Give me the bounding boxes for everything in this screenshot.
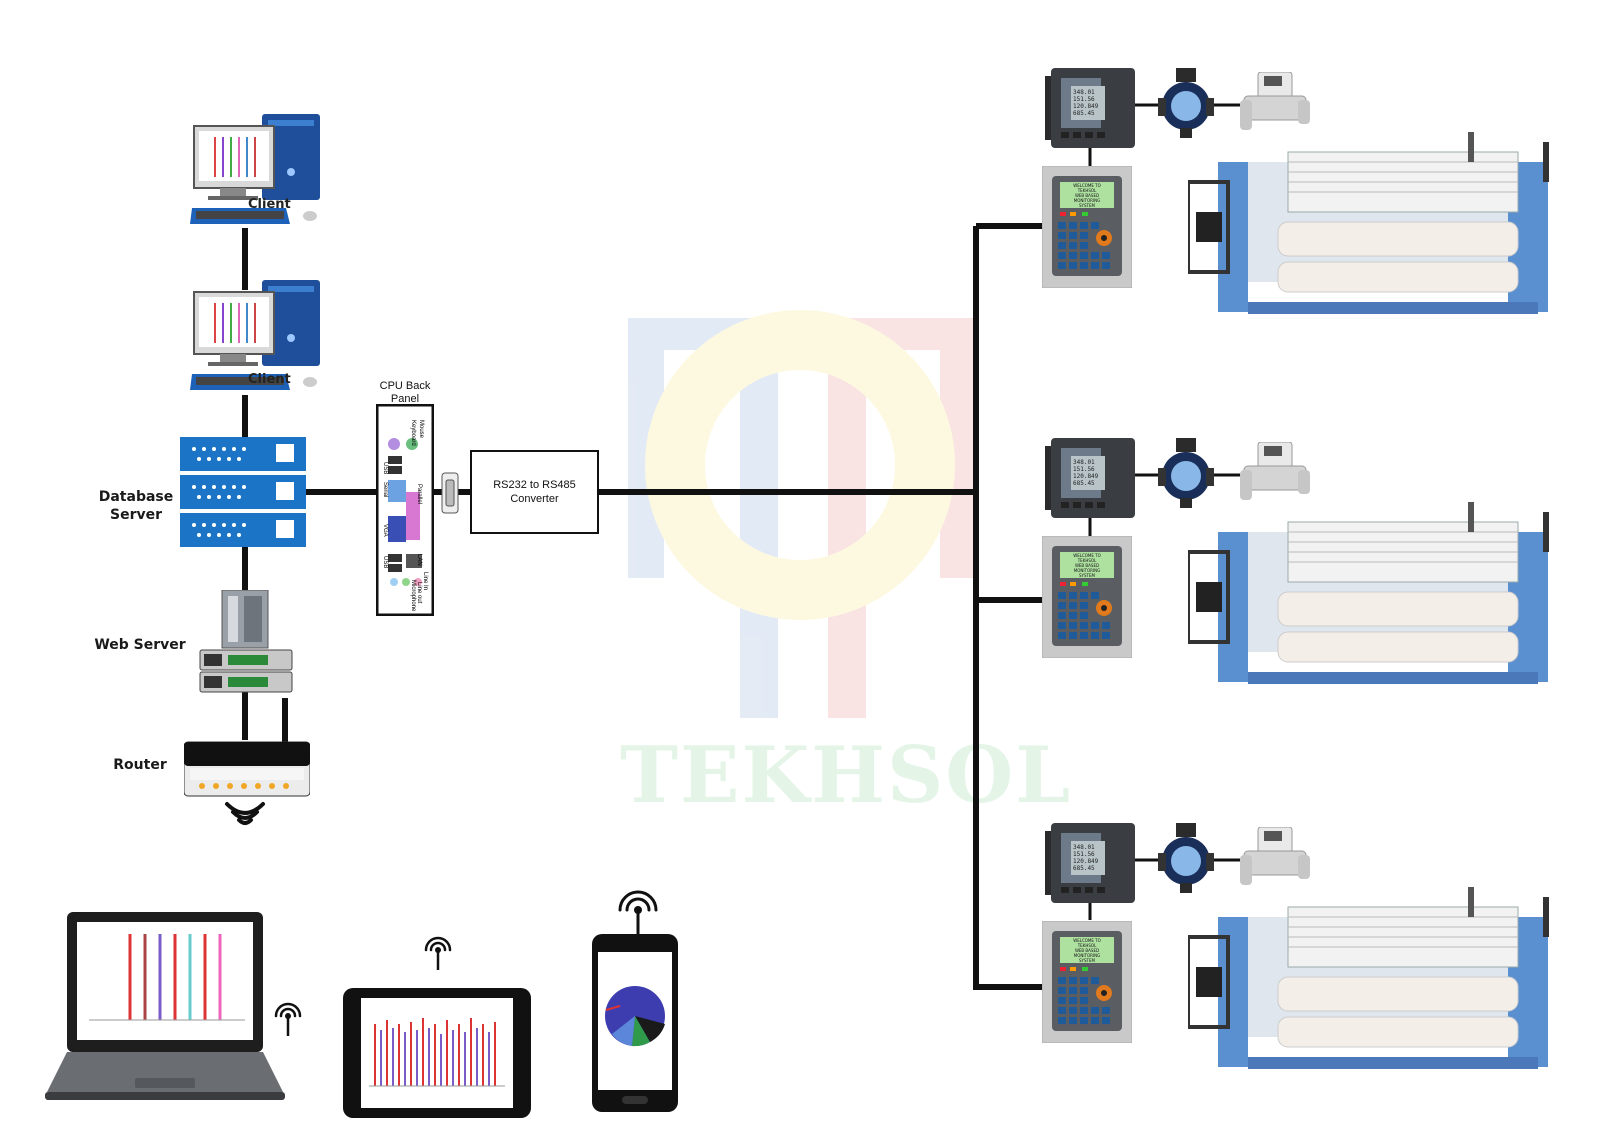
air-flow-sensor-icon (1240, 442, 1310, 500)
hmi-line: TEKHSOL (1077, 943, 1097, 948)
air-flow-sensor-icon (1240, 72, 1310, 130)
meter-value: 348.01 (1073, 459, 1095, 466)
hmi-line: SYSTEM (1079, 573, 1095, 578)
meter-value: 151.56 (1073, 96, 1095, 103)
hmi-screen-text: WELCOME TO TEKHSOL WEB BASED MONITORING … (1062, 938, 1112, 963)
watermark-text: TEKHSOL (620, 730, 1073, 821)
meter-value: 685.45 (1073, 480, 1095, 487)
hmi-screen-text: WELCOME TO TEKHSOL WEB BASED MONITORING … (1062, 553, 1112, 578)
laptop-icon (45, 912, 285, 1100)
port-label: Line In (422, 572, 428, 591)
server-rack-icon (180, 437, 306, 547)
rs232-rs485-converter: RS232 to RS485 Converter (470, 450, 599, 534)
port-label: USB (382, 462, 388, 475)
hmi-line: SYSTEM (1079, 203, 1095, 208)
cpu-back-panel-label: CPU Back Panel (379, 380, 431, 405)
hmi-line: WEB BASED MONITORING (1073, 193, 1101, 203)
meter-value: 348.01 (1073, 89, 1095, 96)
meter-value: 685.45 (1073, 110, 1095, 117)
hmi-line: WELCOME TO (1073, 553, 1101, 558)
meter-value: 120.849 (1073, 473, 1099, 480)
meter-readout: 348.01 151.56 120.849 685.45 (1073, 844, 1098, 872)
hmi-line: WEB BASED MONITORING (1073, 563, 1101, 573)
meter-value: 120.849 (1073, 858, 1099, 865)
flow-meter-icon (1158, 823, 1214, 893)
wifi-signal-icon (274, 1002, 302, 1036)
port-label: LAN (416, 554, 422, 566)
energy-meter-icon (1045, 823, 1135, 903)
desktop-computer-icon (190, 280, 320, 390)
port-label: Mouse (418, 420, 424, 439)
port-label: Microphone (410, 580, 416, 612)
port-label: Serial (382, 482, 388, 498)
port-label: USB (382, 556, 388, 569)
weaving-loom-icon (1188, 132, 1549, 314)
hmi-line: WEB BASED MONITORING (1073, 948, 1101, 958)
tablet-icon (343, 988, 531, 1118)
database-server-label: Database Server (98, 489, 174, 523)
wifi-signal-icon (618, 890, 658, 936)
hmi-line: TEKHSOL (1077, 188, 1097, 193)
router-icon (184, 698, 310, 797)
router-label: Router (113, 757, 167, 773)
meter-value: 151.56 (1073, 466, 1095, 473)
energy-meter-icon (1045, 68, 1135, 148)
cpu-back-panel-icon (376, 404, 434, 616)
smartphone-icon (592, 934, 678, 1112)
hmi-line: TEKHSOL (1077, 558, 1097, 563)
hmi-line: SYSTEM (1079, 958, 1095, 963)
hmi-keypad-icon (1042, 166, 1132, 288)
hmi-screen-text: WELCOME TO TEKHSOL WEB BASED MONITORING … (1062, 183, 1112, 208)
hmi-keypad-icon (1042, 536, 1132, 658)
desktop-computer-icon (190, 114, 320, 224)
weaving-loom-icon (1188, 502, 1549, 684)
serial-connector-icon (441, 472, 459, 514)
hmi-line: WELCOME TO (1073, 183, 1101, 188)
port-label: VGA (382, 524, 388, 537)
air-flow-sensor-icon (1240, 827, 1310, 885)
wifi-signal-icon (225, 802, 265, 825)
workstation-label-2: Client (248, 372, 291, 387)
web-server-label: Web Server (94, 637, 186, 653)
energy-meter-icon (1045, 438, 1135, 518)
port-label: Keyboard (410, 420, 416, 446)
weaving-loom-icon (1188, 887, 1549, 1069)
wifi-signal-icon (424, 936, 452, 970)
meter-value: 151.56 (1073, 851, 1095, 858)
flow-meter-icon (1158, 68, 1214, 138)
workstation-label-1: Client (248, 197, 291, 212)
meter-value: 120.849 (1073, 103, 1099, 110)
meter-readout: 348.01 151.56 120.849 685.45 (1073, 459, 1098, 487)
meter-readout: 348.01 151.56 120.849 685.45 (1073, 89, 1098, 117)
port-label: Parallel (416, 484, 422, 505)
meter-value: 348.01 (1073, 844, 1095, 851)
hmi-line: WELCOME TO (1073, 938, 1101, 943)
hmi-keypad-icon (1042, 921, 1132, 1043)
meter-value: 685.45 (1073, 865, 1095, 872)
port-label: Line out (416, 582, 422, 604)
flow-meter-icon (1158, 438, 1214, 508)
web-server-icon (199, 590, 293, 693)
